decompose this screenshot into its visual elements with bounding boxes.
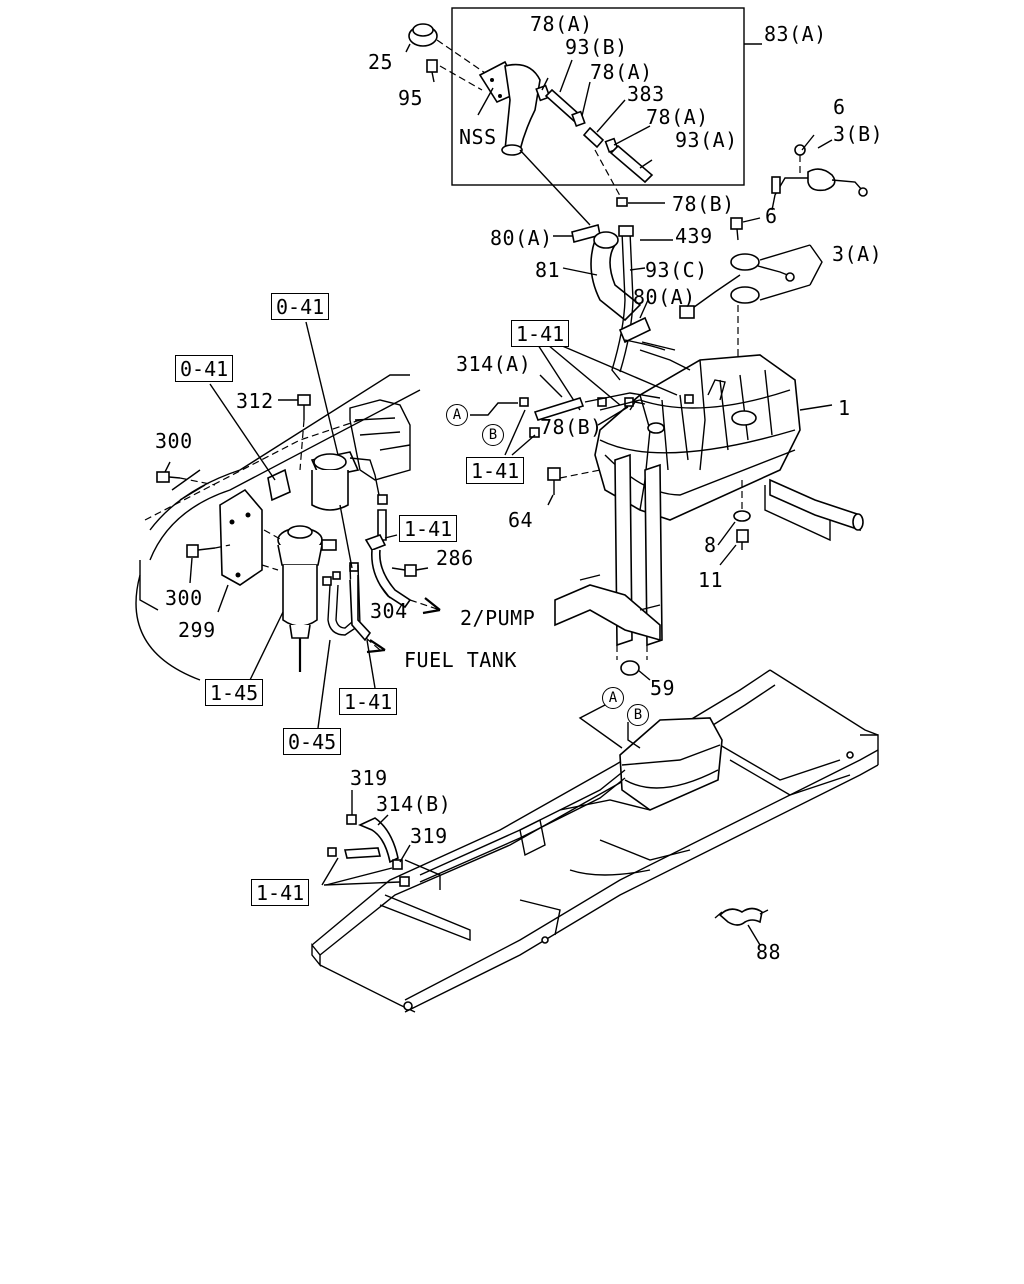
callout-3b: 3(B) [833, 122, 884, 146]
callout-78a: 78(A) [530, 12, 593, 36]
callout-312: 312 [236, 389, 274, 413]
bolt-11 [736, 529, 749, 543]
marker-a: A [602, 687, 624, 709]
bolt-95 [426, 59, 438, 83]
filler-hose [590, 231, 642, 322]
callout-78b: 78(B) [672, 192, 735, 216]
ref-box-1-41: 1-41 [466, 457, 525, 484]
bolt-286 [391, 564, 417, 577]
callout-319: 319 [350, 766, 388, 790]
ref-box-0-45: 0-45 [283, 728, 342, 755]
primary-fuel-filter [277, 525, 337, 672]
callout-1: 1 [838, 396, 851, 420]
callout-314a: 314(A) [456, 352, 532, 376]
callout-93a: 93(A) [675, 128, 738, 152]
bolt-300-upper [156, 471, 181, 483]
callout-88: 88 [756, 940, 782, 964]
bolt-64 [547, 467, 561, 495]
callout-80a: 80(A) [633, 285, 696, 309]
callout-93b: 93(B) [565, 35, 628, 59]
bolt-300-lower [186, 544, 216, 558]
callout-78b: 78(B) [540, 415, 603, 439]
clip-78b [616, 197, 628, 207]
marker-b: B [482, 424, 504, 446]
callout-304: 304 [370, 599, 408, 623]
ref-box-1-45: 1-45 [205, 679, 264, 706]
callout-64: 64 [508, 508, 534, 532]
callout-83a: 83(A) [764, 22, 827, 46]
marker-b: B [627, 704, 649, 726]
callout-299: 299 [178, 618, 216, 642]
callout-59: 59 [650, 676, 676, 700]
callout-319: 319 [410, 824, 448, 848]
callout-3a: 3(A) [832, 242, 883, 266]
callout-93c: 93(C) [645, 258, 708, 282]
tank-crossmember [764, 478, 864, 542]
chassis-frame [311, 669, 879, 1013]
callout-383: 383 [627, 82, 665, 106]
callout-nss: NSS [459, 125, 497, 149]
callout-6: 6 [765, 204, 778, 228]
callout-300: 300 [165, 586, 203, 610]
hose-314a [533, 397, 585, 421]
ref-box-1-41: 1-41 [511, 320, 570, 347]
washer-8 [733, 510, 751, 522]
ref-box-1-41: 1-41 [399, 515, 458, 542]
fuel-filler-cap [405, 23, 438, 53]
callout-95: 95 [398, 86, 424, 110]
tank-support [554, 574, 661, 642]
breather-hoses [535, 84, 654, 184]
filter-bracket [219, 488, 263, 586]
callout-439: 439 [675, 224, 713, 248]
callout-300: 300 [155, 429, 193, 453]
callout-78a: 78(A) [646, 105, 709, 129]
ref-box-1-41: 1-41 [251, 879, 310, 906]
sender-gauge-3a [679, 253, 795, 319]
callout-25: 25 [368, 50, 394, 74]
marker-a: A [446, 404, 468, 426]
sender-gauge-3b [771, 144, 868, 211]
callout-8: 8 [704, 533, 717, 557]
callout-fuel-tank: FUEL TANK [404, 648, 517, 672]
cab-frame [135, 374, 421, 681]
secondary-fuel-filter [310, 451, 381, 511]
tank-on-frame [619, 717, 723, 811]
clamp-88 [714, 907, 769, 926]
bolt-6 [730, 217, 743, 241]
ref-box-0-41: 0-41 [271, 293, 330, 320]
callout-11: 11 [698, 568, 724, 592]
callout-6: 6 [833, 95, 846, 119]
callout-314b: 314(B) [376, 792, 452, 816]
callout-81: 81 [535, 258, 561, 282]
filler-neck [478, 60, 541, 156]
filler-neck-group-frame [451, 7, 745, 186]
callout-pump: 2/PUMP [460, 606, 536, 630]
callout-80a: 80(A) [490, 226, 553, 250]
ref-box-1-41: 1-41 [339, 688, 398, 715]
callout-286: 286 [436, 546, 474, 570]
callout-78a: 78(A) [590, 60, 653, 84]
nut-59 [620, 660, 640, 676]
hose-314b [327, 814, 410, 887]
ref-box-0-41: 0-41 [175, 355, 234, 382]
bolt-312 [297, 394, 311, 420]
